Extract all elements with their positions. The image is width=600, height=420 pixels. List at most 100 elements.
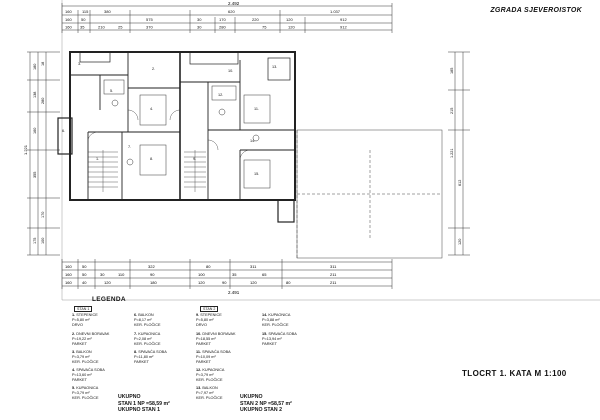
bottom-dim-2d: 110 [118,272,125,277]
legend-area: P=10,09 m² [196,354,216,359]
bottom-dim-1d: 80 [206,264,211,269]
bottom-dim-2g: 35 [232,272,237,277]
stan1-total-block: UKUPNO STAN 1 NP =58,59 m² UKUPNO STAN 1 [118,394,170,414]
legend-area: P=7,97 m² [196,390,214,395]
bottom-dim-2h: 65 [262,272,267,277]
legend-name: SPAVAĆA SOBA [138,350,167,354]
bottom-dim-3g: 120 [250,280,257,285]
bottom-dim-1c: 322 [148,264,155,269]
legend-floor: PARKET [262,341,277,346]
legend-item: 14. KUPAONICA P=3,88 m² KER. PLOČICE [262,313,342,327]
legend-name: KUPAONICA [76,386,99,390]
bottom-dim-3b: 40 [82,280,87,285]
bottom-dim-2f: 100 [198,272,205,277]
legend-num: 2. [72,332,76,336]
bottom-dim-1f: 311 [330,264,337,269]
bed-4 [243,159,271,189]
legend-title: LEGENDA [92,296,126,303]
top-dim-3b: 35 [80,25,85,30]
bottom-dim-1b: 50 [82,264,87,269]
top-dim-3j: 912 [340,25,347,30]
left-dim-1: 180 [33,64,37,70]
top-dim-2a: 160 [65,17,72,22]
top-dim-2e: 170 [219,17,226,22]
legend-name: SPAVAĆA SOBA [76,368,105,372]
room-label-8: 8. [150,157,153,161]
legend-item: 9. STEPENICE P=5,80 m² DRVO [196,313,276,327]
bottom-dim-2e: 90 [150,272,155,277]
drawing-scale-caption: TLOCRT 1. KATA M 1:100 [462,369,567,378]
room-label-4: 4. [150,107,153,111]
legend-item: 8. SPAVAĆA SOBA P=11,80 m² PARKET [134,350,214,364]
legend-area: P=3,88 m² [262,317,280,322]
stan2-total-b: STAN 2 NP =58,57 m² [240,400,292,407]
stan2-total-block: UKUPNO STAN 2 NP =58,57 m² UKUPNO STAN 2 [240,394,292,414]
left-dim-3: 160 [33,128,37,134]
top-dim-3g: 280 [219,25,226,30]
bottom-dim-3h: 80 [286,280,291,285]
legend-area: P=5,80 m² [72,317,90,322]
top-dim-3i: 120 [288,25,295,30]
legend-name: BALKON [138,313,154,317]
stan2-total-c: UKUPNO STAN 2 [240,407,282,413]
legend-name: KUPAONICA [138,332,161,336]
right-dim-2: 215 [450,108,454,114]
legend-item: 11. SPAVAĆA SOBA P=10,09 m² PARKET [196,350,276,364]
top-dim-1a: 160 [65,9,72,14]
top-dim-1b: 115 [82,9,89,14]
bottom-dim-2c: 30 [100,272,105,277]
legend-name: KUPAONICA [268,313,291,317]
room-label-5: 5. [110,89,113,93]
top-dim-1d: 620 [228,9,235,14]
drawing-title: ZGRADA SJEVEROISTOK [490,7,582,14]
bottom-dim-3f: 90 [222,280,227,285]
bottom-dim-2i: 211 [330,272,337,277]
legend-floor: PARKET [72,377,87,382]
room-label-2: 2. [152,67,155,71]
bed-2 [139,144,167,176]
legend-area: P=11,80 m² [134,354,154,359]
legend-area: P=18,55 m² [196,336,216,341]
legend-name: KUPAONICA [202,368,225,372]
legend-item: 1. STEPENICE P=5,80 m² DRVO [72,313,152,327]
legend-num: 4. [72,368,76,372]
legend-floor: KER. PLOČICE [196,377,223,382]
room-label-13: 13. [272,65,277,69]
legend-area: P=3,79 m² [196,372,214,377]
bottom-dim-3d: 180 [150,280,157,285]
legend-item: 7. KUPAONICA P=2,08 m² KER. PLOČICE [134,332,214,346]
legend-floor: PARKET [72,341,87,346]
legend-num: 1. [72,313,76,317]
legend-num: 6. [134,313,138,317]
legend-name: SPAVAĆA SOBA [202,350,231,354]
legend-area: P=3,79 m² [72,390,90,395]
left-dim-9: 175 [33,238,37,244]
legend-area: P=5,80 m² [196,317,214,322]
stan1-total-a: UKUPNO [118,394,141,400]
room-label-6: 6. [62,129,65,133]
legend-area: P=13,60 m² [72,372,92,377]
stan2-total-a: UKUPNO [240,394,263,400]
bathtub-1 [103,79,125,95]
legend-name: DNEVNI BORAVAK [202,332,236,336]
stan1-total-c: UKUPNO STAN 1 [118,407,160,413]
legend-floor: DRVO [72,322,83,327]
bottom-dim-1a: 160 [65,264,72,269]
legend-floor: KER. PLOČICE [72,359,99,364]
floor-plan-walls [57,51,296,223]
legend-floor: KER. PLOČICE [72,395,99,400]
staircase-2 [184,150,206,192]
top-dim-3h: 75 [262,25,267,30]
left-dimension-chain [27,51,60,256]
bottom-dim-3e: 120 [198,280,205,285]
legend-item: 15. SPAVAĆA SOBA P=13,94 m² PARKET [262,332,342,346]
legend-floor: PARKET [134,359,149,364]
top-dim-1e: 1.037 [330,9,341,14]
legend-item: 5. KUPAONICA P=3,79 m² KER. PLOČICE [72,386,152,400]
right-dim-4: 120 [458,239,462,245]
toilet-4 [252,134,260,142]
bed-1 [139,94,167,126]
bottom-dim-1e: 311 [250,264,257,269]
